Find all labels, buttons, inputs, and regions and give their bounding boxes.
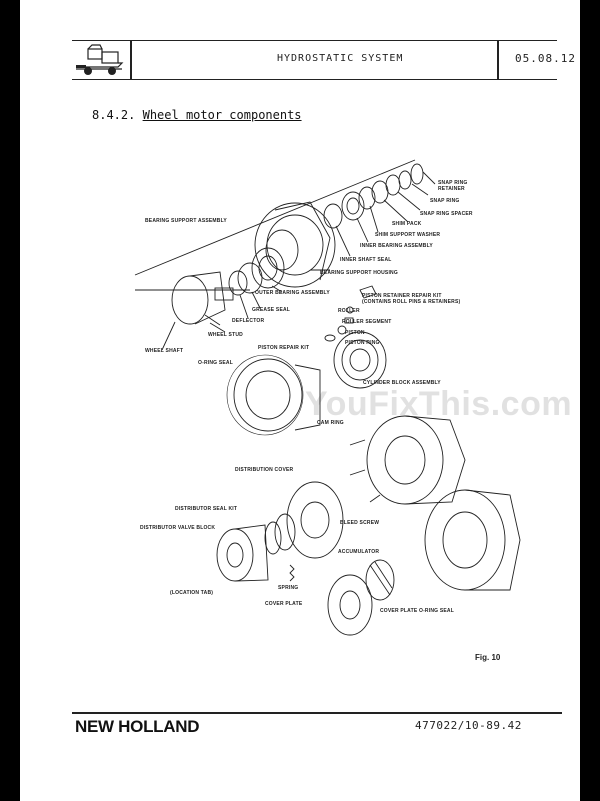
label-distributor-valve-block: DISTRIBUTOR VALVE BLOCK — [140, 525, 216, 531]
shim-pack — [371, 180, 389, 204]
label-grease-seal: GREASE SEAL — [252, 307, 291, 313]
figure-label: Fig. 10 — [475, 653, 501, 662]
wheel-shaft-flange — [171, 275, 209, 325]
label-piston-ring: PISTON RING — [345, 340, 380, 346]
label-cam-ring: CAM RING — [317, 420, 344, 426]
label-piston: PISTON — [345, 330, 365, 336]
label-shim-support-washer: SHIM SUPPORT WASHER — [375, 232, 441, 238]
bearing-support-housing — [254, 202, 336, 288]
section-title: Wheel motor components — [142, 108, 302, 122]
roller-segment — [344, 317, 354, 324]
document-number: 477022/10-89.42 — [415, 719, 522, 732]
manual-page: HYDROSTATIC SYSTEM 05.08.12 8.4.2. Wheel… — [20, 0, 580, 801]
motor-housing — [366, 415, 444, 505]
cam-ring — [233, 358, 303, 432]
header-divider — [497, 41, 499, 79]
distribution-cover — [286, 481, 344, 559]
piston-retainer-kit — [359, 285, 377, 299]
page-number: 05.08.12 — [515, 52, 576, 65]
snap-ring-retainer — [410, 163, 424, 185]
header-divider — [130, 41, 132, 79]
label-roller: ROLLER — [338, 308, 360, 314]
section-heading: 8.4.2. Wheel motor components — [92, 108, 302, 122]
label-wheel-stud: WHEEL STUD — [208, 332, 243, 338]
snap-ring — [398, 170, 412, 190]
spring — [289, 564, 295, 582]
grease-seal — [237, 262, 263, 294]
section-number: 8.4.2. — [92, 108, 136, 122]
label-deflector: DEFLECTOR — [232, 318, 265, 324]
label-shim-pack: SHIM PACK — [392, 221, 422, 227]
label-o-ring-seal: O-RING SEAL — [198, 360, 233, 366]
label-location-tab: (LOCATION TAB) — [170, 590, 214, 596]
label-piston-retainer-kit: PISTON RETAINER REPAIR KIT(CONTAINS ROLL… — [362, 293, 461, 305]
roller — [346, 306, 354, 314]
complete-housing — [424, 489, 506, 591]
label-distributor-seal-kit: DISTRIBUTOR SEAL KIT — [175, 506, 238, 512]
inner-shaft-seal — [323, 203, 343, 229]
cylinder-block — [333, 331, 387, 389]
cover-plate — [327, 574, 373, 636]
piston — [337, 325, 347, 335]
label-inner-bearing-assembly: INNER BEARING ASSEMBLY — [360, 243, 433, 249]
label-wheel-shaft: WHEEL SHAFT — [145, 348, 184, 354]
label-snap-ring-spacer: SNAP RING SPACER — [420, 211, 473, 217]
wheel-motor-drawing — [134, 159, 521, 636]
piston-ring — [324, 334, 336, 342]
label-roller-segment: ROLLER SEGMENT — [342, 319, 392, 325]
inner-bearing — [341, 191, 365, 221]
label-cover-plate: COVER PLATE — [265, 601, 303, 607]
footer-rule — [72, 712, 562, 714]
wheel-stud — [204, 314, 221, 326]
label-piston-repair-kit: PISTON REPAIR KIT — [258, 345, 310, 351]
watermark: YouFixThis.com — [305, 385, 573, 423]
label-distribution-cover: DISTRIBUTION COVER — [235, 467, 294, 473]
deflector — [228, 270, 248, 296]
outer-bearing — [251, 247, 285, 289]
distributor-valve-block — [216, 528, 254, 582]
label-bleed-screw: BLEED SCREW — [340, 520, 380, 526]
label-accumulator: ACCUMULATOR — [338, 549, 380, 555]
harvester-logo — [76, 44, 124, 75]
label-snap-ring: SNAP RING — [430, 198, 460, 204]
label-bearing-support-housing: BEARING SUPPORT HOUSING — [320, 270, 398, 276]
label-cylinder-block-assembly: CYLINDER BLOCK ASSEMBLY — [363, 380, 441, 386]
label-inner-shaft-seal: INNER SHAFT SEAL — [340, 257, 392, 263]
accumulator — [365, 559, 395, 601]
label-outer-bearing-assembly: OUTER BEARING ASSEMBLY — [255, 290, 330, 296]
header-title: HYDROSTATIC SYSTEM — [277, 53, 404, 64]
brand-name: NEW HOLLAND — [75, 717, 200, 736]
distributor-seal-kit — [274, 513, 296, 551]
page-header: HYDROSTATIC SYSTEM 05.08.12 — [72, 40, 575, 80]
assembly-axis-line — [134, 159, 416, 276]
label-bearing-support-assembly: BEARING SUPPORT ASSEMBLY — [145, 218, 227, 224]
label-spring: SPRING — [278, 585, 299, 591]
label-cover-plate-o-ring-seal: COVER PLATE O-RING SEAL — [380, 608, 454, 614]
